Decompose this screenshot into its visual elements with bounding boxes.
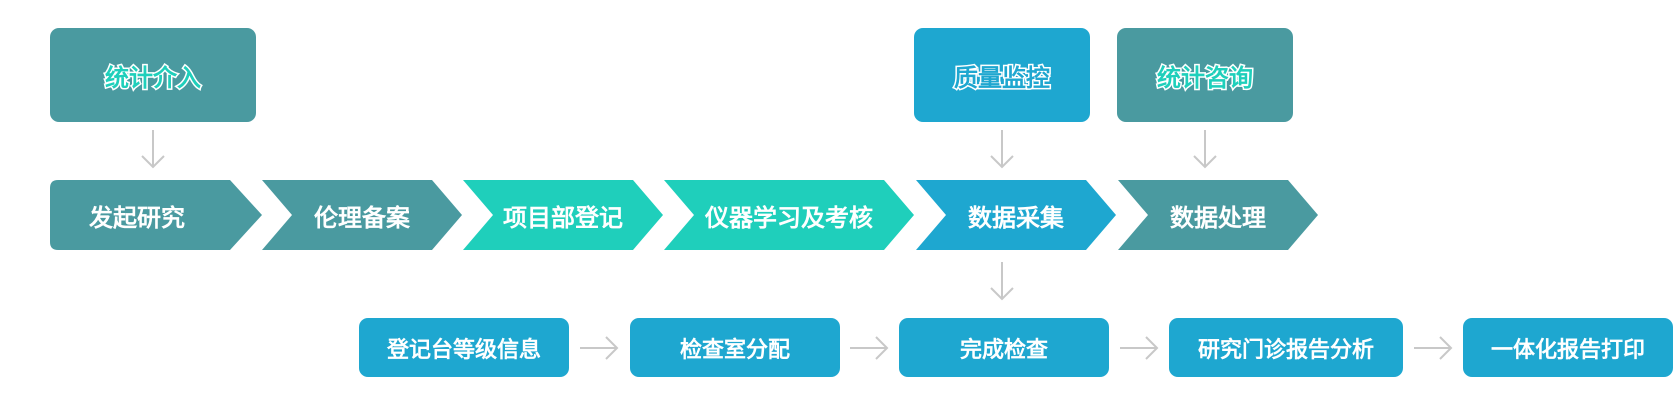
arrow-right-icon	[850, 336, 889, 360]
arrow-down-icon	[990, 262, 1014, 301]
flow-step-training: 仪器学习及考核	[664, 180, 914, 250]
flow-step-ethics: 伦理备案	[262, 180, 462, 250]
stat-intervention-box: 统计介入	[50, 28, 256, 122]
collection-step-registration-info: 登记台等级信息	[359, 318, 569, 377]
arrow-right-icon	[1120, 336, 1159, 360]
flow-step-label: 数据处理	[1170, 203, 1266, 232]
flow-step-label: 伦理备案	[314, 203, 410, 232]
arrow-right-icon	[580, 336, 619, 360]
collection-step-label: 登记台等级信息	[386, 337, 541, 363]
collection-step-room-assignment: 检查室分配	[630, 318, 840, 377]
flow-step-initiate: 发起研究	[50, 180, 262, 250]
flow-step-label: 发起研究	[89, 203, 185, 232]
stat-consult-label: 统计咨询	[1156, 62, 1255, 93]
stat-consult-box: 统计咨询	[1117, 28, 1293, 122]
stat-intervention-label: 统计介入	[104, 62, 203, 93]
arrow-down-icon	[1193, 130, 1217, 169]
quality-monitor-label: 质量监控	[953, 62, 1052, 93]
flow-step-label: 仪器学习及考核	[705, 203, 873, 232]
collection-step-label: 完成检查	[959, 337, 1048, 363]
flow-step-label: 项目部登记	[503, 203, 623, 232]
quality-monitor-box: 质量监控	[914, 28, 1090, 122]
flow-step-registration: 项目部登记	[463, 180, 663, 250]
arrow-down-icon	[990, 130, 1014, 169]
collection-step-label: 研究门诊报告分析	[1197, 337, 1374, 363]
collection-step-report-print: 一体化报告打印	[1463, 318, 1673, 377]
flow-step-data-collection: 数据采集	[916, 180, 1116, 250]
arrow-down-icon	[141, 130, 165, 169]
arrow-right-icon	[1414, 336, 1453, 360]
flow-step-label: 数据采集	[968, 203, 1064, 232]
flow-step-data-processing: 数据处理	[1118, 180, 1318, 250]
collection-step-complete-exam: 完成检查	[899, 318, 1109, 377]
collection-step-label: 一体化报告打印	[1490, 337, 1645, 363]
collection-step-label: 检查室分配	[679, 337, 790, 363]
collection-step-report-analysis: 研究门诊报告分析	[1169, 318, 1403, 377]
